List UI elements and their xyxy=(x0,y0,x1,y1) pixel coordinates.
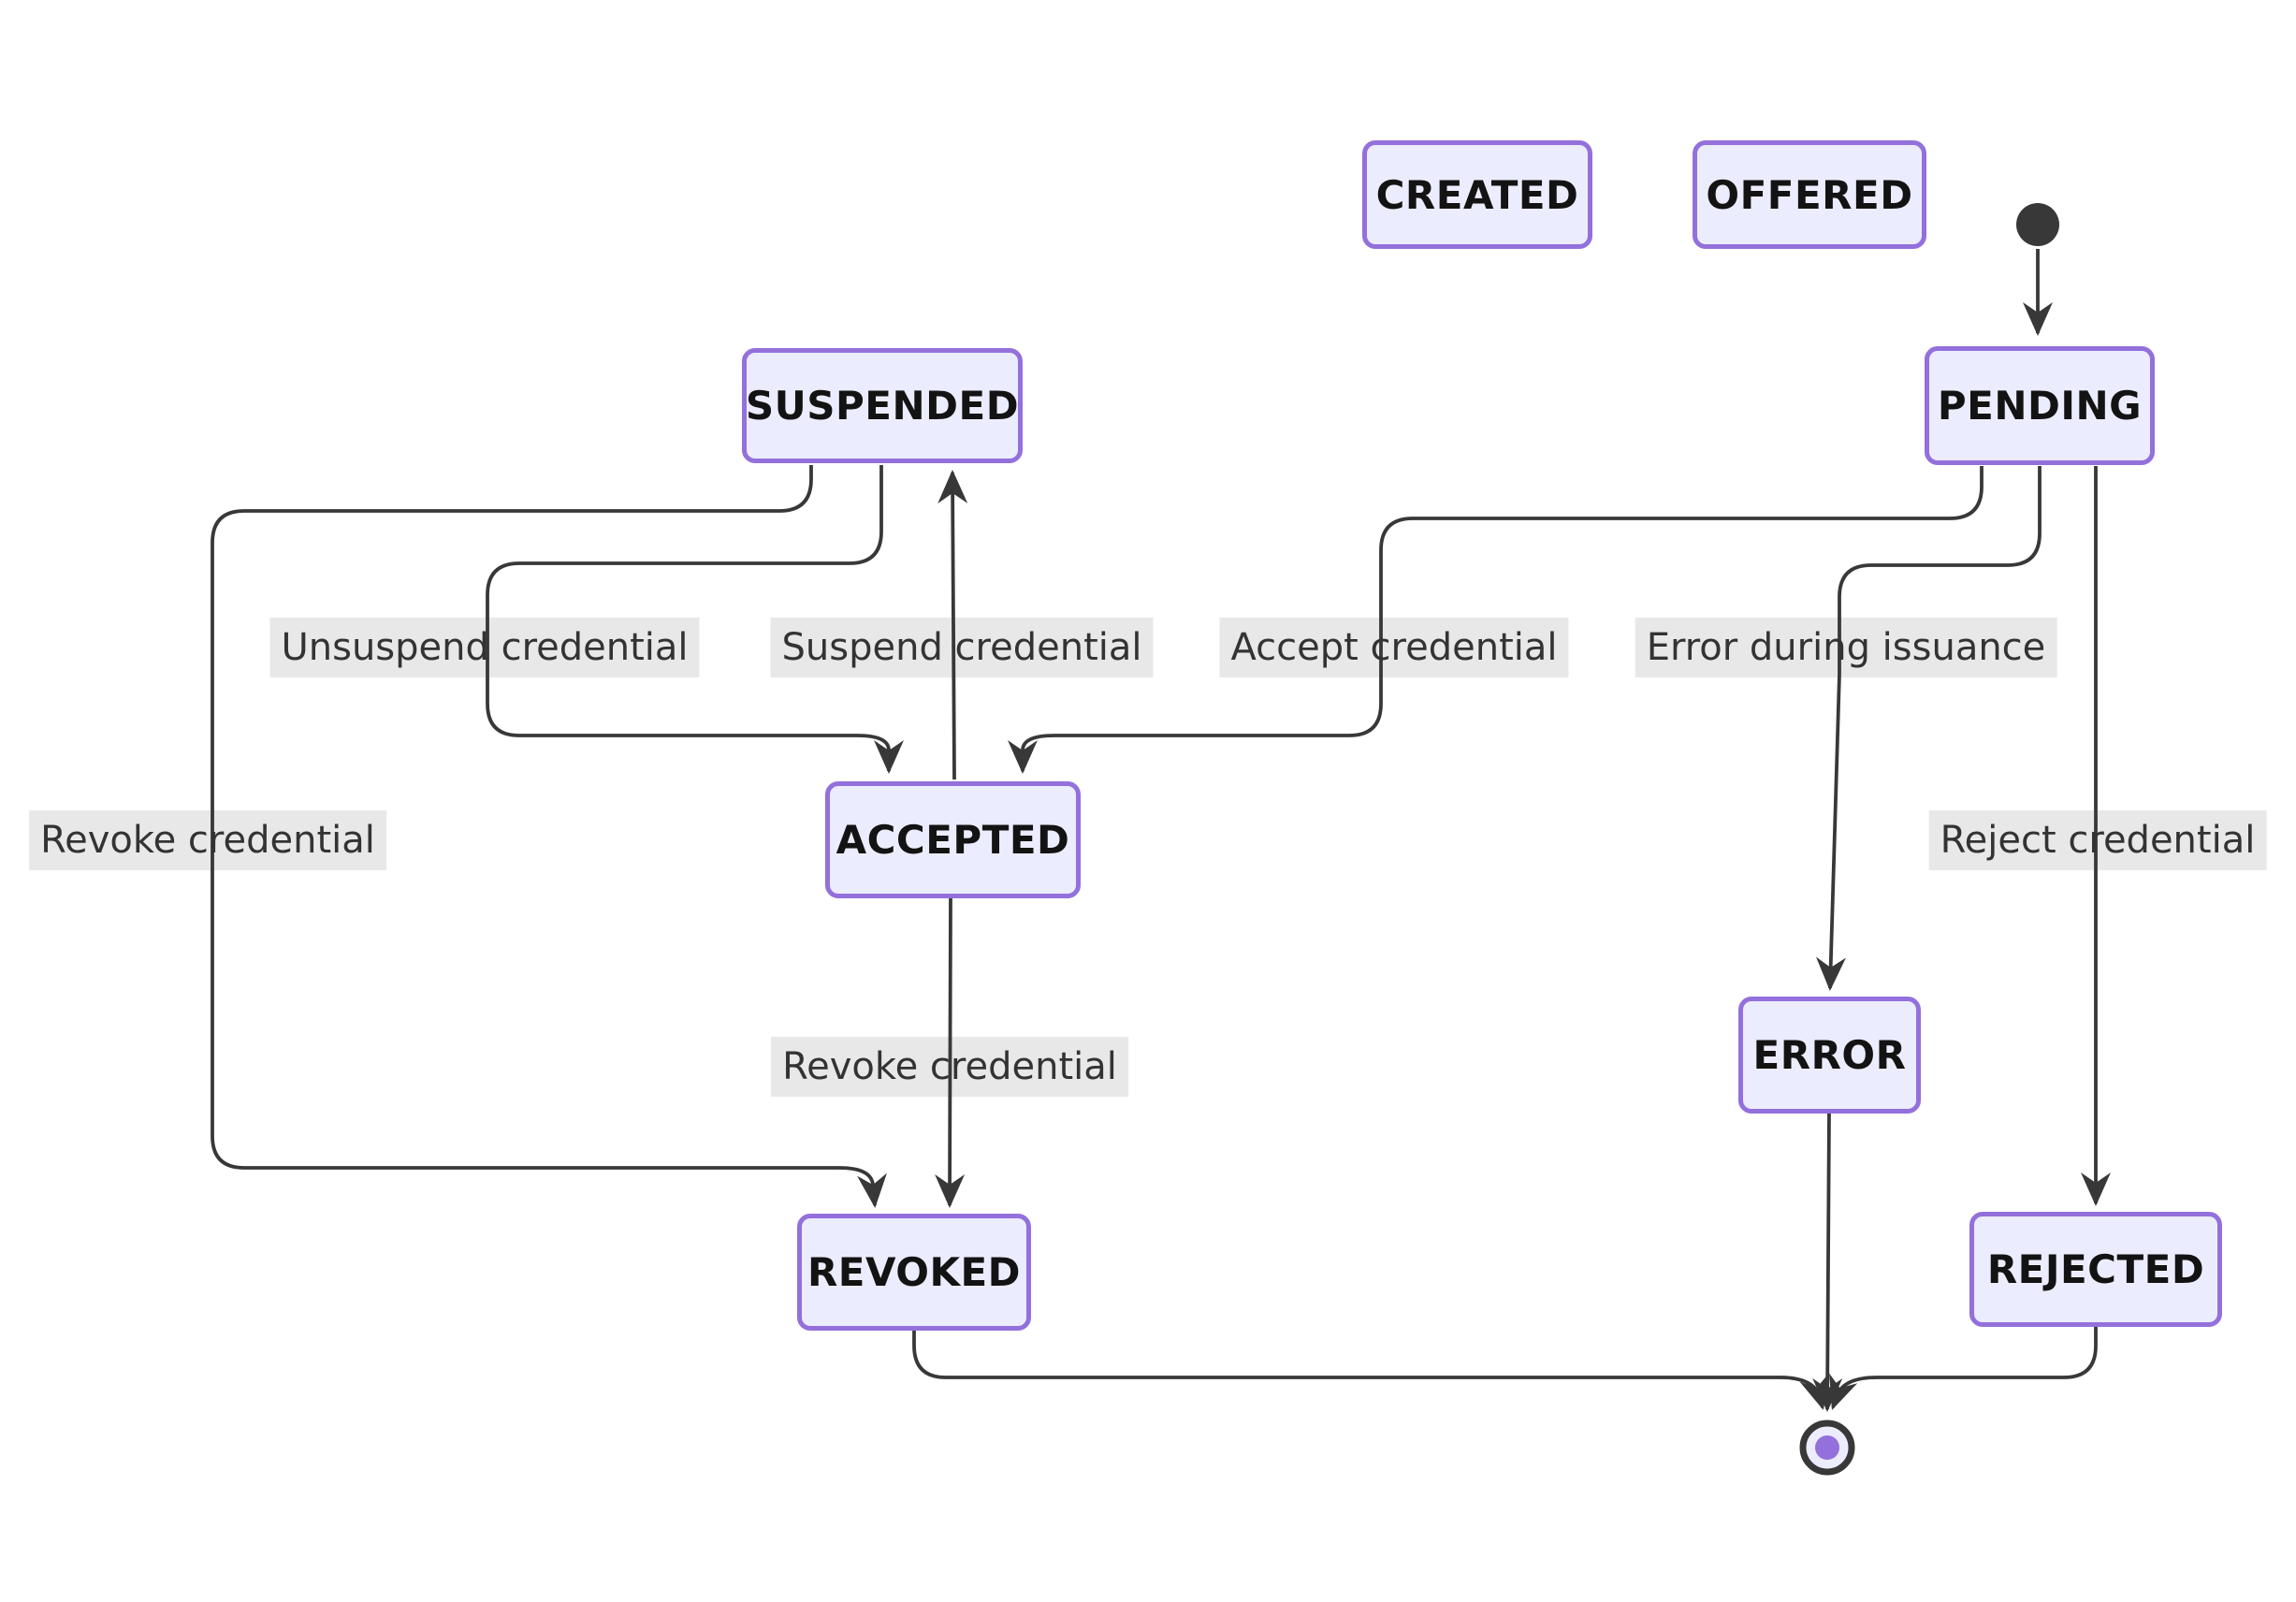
state-error: ERROR xyxy=(1738,997,1921,1114)
edge-label-error-during-issuance: Error during issuance xyxy=(1646,626,2046,669)
edge-label-reject-credential: Reject credential xyxy=(1940,819,2256,862)
edge-accepted-to-suspended xyxy=(937,470,968,780)
state-rejected: REJECTED xyxy=(1969,1212,2222,1327)
state-pending: PENDING xyxy=(1925,346,2155,465)
edge-rejected-to-end xyxy=(1829,1325,2098,1410)
edge-label-revoke-credential-left: Revoke credential xyxy=(40,819,375,862)
edge-revoked-to-end xyxy=(912,1329,1829,1410)
state-offered: OFFERED xyxy=(1693,140,1926,249)
initial-state-dot xyxy=(2016,203,2059,246)
edge-error-to-end xyxy=(1812,1111,1843,1412)
edge-label-bg-revoke-left: Revoke credential xyxy=(29,810,386,870)
final-state-node xyxy=(1799,1420,1855,1476)
edge-label-bg-error: Error during issuance xyxy=(1635,618,2057,677)
edge-pending-to-accepted xyxy=(1008,466,1984,774)
state-revoked: REVOKED xyxy=(797,1214,1031,1331)
edge-pending-to-error xyxy=(1815,466,2042,991)
edge-label-accept-credential: Accept credential xyxy=(1230,626,1558,669)
edge-label-bg-accept: Accept credential xyxy=(1219,618,1569,677)
state-suspended: SUSPENDED xyxy=(742,348,1023,463)
edge-label-bg-unsuspend: Unsuspend credential xyxy=(269,618,700,677)
edge-label-bg-suspend: Suspend credential xyxy=(770,618,1154,677)
edge-accepted-to-revoked xyxy=(935,896,966,1208)
edge-label-bg-reject: Reject credential xyxy=(1928,810,2267,870)
state-created: CREATED xyxy=(1362,140,1592,249)
state-accepted: ACCEPTED xyxy=(825,781,1081,898)
edge-label-unsuspend-credential: Unsuspend credential xyxy=(281,626,689,669)
edge-label-revoke-credential-center: Revoke credential xyxy=(782,1045,1117,1088)
edge-suspended-to-accepted xyxy=(486,465,904,774)
edge-label-suspend-credential: Suspend credential xyxy=(781,626,1142,669)
edge-suspended-to-revoked xyxy=(211,465,887,1208)
